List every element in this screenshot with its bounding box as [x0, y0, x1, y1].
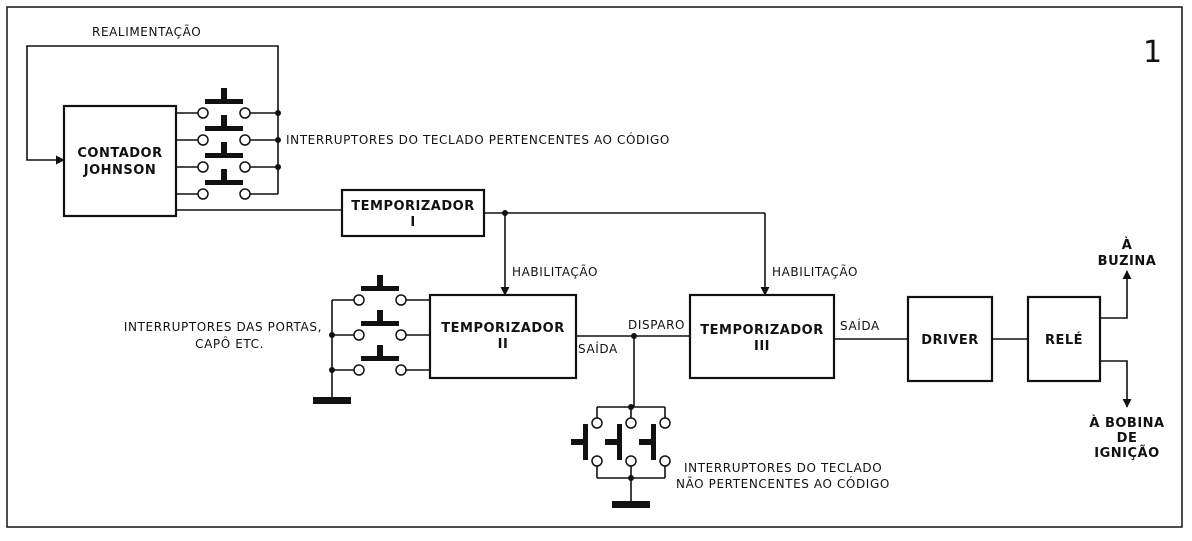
noncode-keypad-switches: INTERRUPTORES DO TECLADO NÃO PERTENCENTE…	[571, 404, 890, 508]
svg-text:BUZINA: BUZINA	[1098, 254, 1157, 269]
svg-text:IGNIÇÃO: IGNIÇÃO	[1094, 445, 1159, 461]
svg-text:DRIVER: DRIVER	[921, 333, 979, 348]
driver-block: DRIVER	[906, 295, 994, 383]
svg-text:III: III	[754, 339, 770, 354]
svg-text:DISPARO: DISPARO	[628, 318, 685, 332]
timer-2-block: TEMPORIZADOR II	[428, 293, 578, 380]
svg-text:II: II	[498, 337, 509, 352]
timer-1-block: TEMPORIZADOR I	[340, 188, 486, 238]
feedback-loop: REALIMENTAÇÃO	[26, 24, 279, 165]
svg-text:À BOBINA: À BOBINA	[1089, 415, 1164, 431]
relay-block: RELÉ	[1026, 295, 1102, 383]
relay-outputs: À BUZINA À BOBINA DE IGNIÇÃO	[1089, 237, 1164, 461]
johnson-counter-block: CONTADOR JOHNSON	[62, 104, 178, 218]
enable-lines: HABILITAÇÃO HABILITAÇÃO	[484, 210, 858, 296]
svg-text:DE: DE	[1117, 431, 1138, 446]
figure-frame	[6, 6, 1183, 528]
svg-text:RELÉ: RELÉ	[1045, 332, 1083, 348]
svg-text:I: I	[410, 215, 415, 230]
svg-text:HABILITAÇÃO: HABILITAÇÃO	[772, 264, 858, 279]
timer-3-block: TEMPORIZADOR III	[688, 293, 836, 380]
svg-text:TEMPORIZADOR: TEMPORIZADOR	[441, 321, 564, 336]
svg-text:NÃO PERTENCENTES AO CÓDIGO: NÃO PERTENCENTES AO CÓDIGO	[676, 476, 890, 491]
trigger-line: DISPARO SAÍDA	[576, 318, 690, 407]
svg-text:TEMPORIZADOR: TEMPORIZADOR	[700, 323, 823, 338]
svg-text:REALIMENTAÇÃO: REALIMENTAÇÃO	[92, 24, 201, 39]
svg-text:INTERRUPTORES DO TECLADO: INTERRUPTORES DO TECLADO	[684, 461, 882, 475]
svg-text:CONTADOR: CONTADOR	[77, 146, 162, 161]
code-keypad-switches: INTERRUPTORES DO TECLADO PERTENCENTES AO…	[176, 88, 670, 200]
output-label-2: SAÍDA	[840, 318, 880, 333]
figure-number: 1	[1143, 35, 1162, 70]
door-switches: INTERRUPTORES DAS PORTAS, CAPÔ ETC.	[124, 275, 430, 404]
svg-text:À: À	[1122, 237, 1133, 253]
svg-text:TEMPORIZADOR: TEMPORIZADOR	[351, 199, 474, 214]
svg-text:INTERRUPTORES DAS PORTAS,: INTERRUPTORES DAS PORTAS,	[124, 320, 322, 334]
svg-text:JOHNSON: JOHNSON	[83, 163, 156, 178]
svg-text:INTERRUPTORES DO TECLADO PERTE: INTERRUPTORES DO TECLADO PERTENCENTES AO…	[286, 132, 670, 147]
svg-text:HABILITAÇÃO: HABILITAÇÃO	[512, 264, 598, 279]
svg-text:SAÍDA: SAÍDA	[578, 341, 618, 356]
svg-text:CAPÔ ETC.: CAPÔ ETC.	[195, 336, 264, 351]
